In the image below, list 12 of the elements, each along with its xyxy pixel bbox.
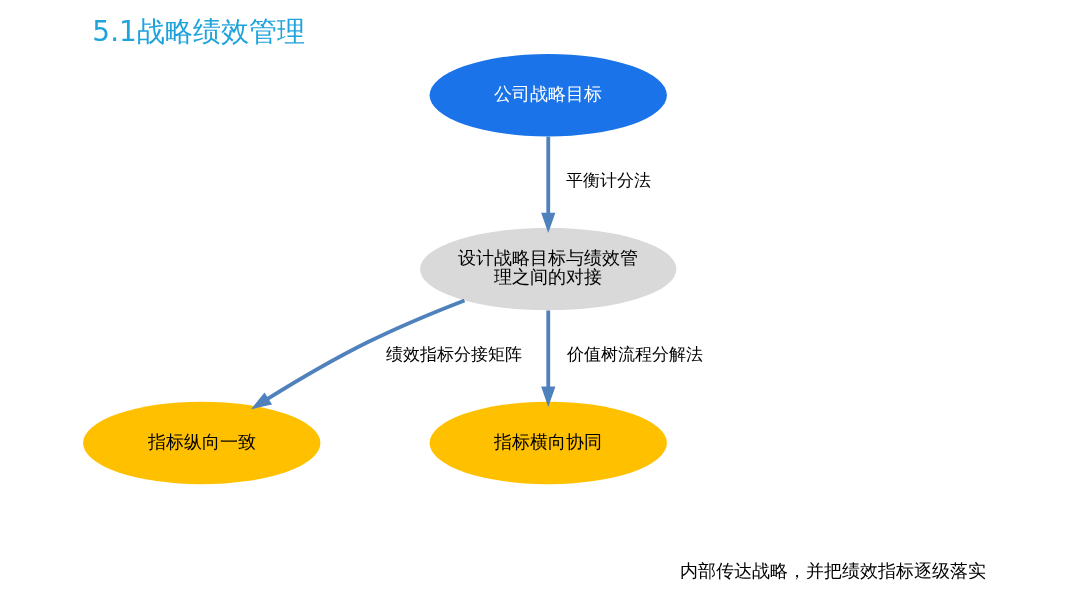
edge-label: 绩效指标分接矩阵 [386,345,523,365]
node-ellipse: 指标横向协同 [429,401,667,485]
arrow [541,310,556,407]
edge-label: 价值树流程分解法 [566,345,703,365]
arrow [541,136,556,234]
node-ellipse: 指标纵向一致 [83,401,321,485]
node-ellipse: 公司战略目标 [429,53,667,137]
edge-label: 平衡计分法 [566,171,652,191]
arrow [251,298,466,410]
label: 内部传达战略，并把绩效指标逐级落实 [679,560,986,581]
node-ellipse: 设计战略目标与绩效管理之间的对接 [420,227,677,311]
diagram-title: 5.1战略绩效管理 [92,14,305,48]
